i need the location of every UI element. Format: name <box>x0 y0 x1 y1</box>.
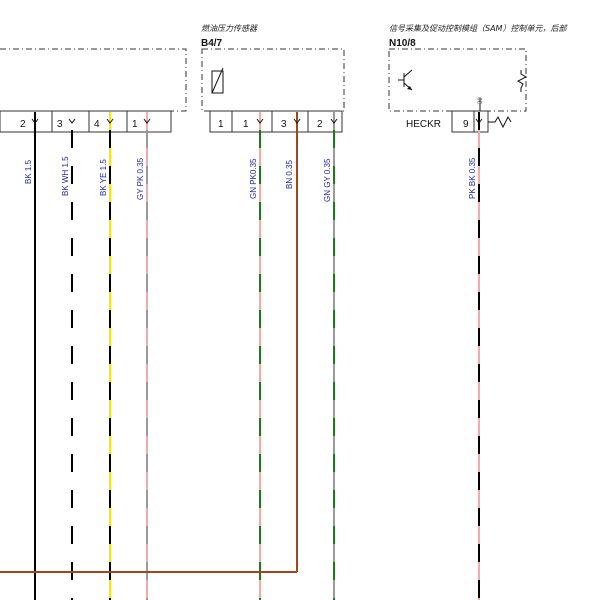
wires <box>31 112 483 600</box>
wire-gn-pk-pin-mark <box>256 118 264 124</box>
left-pin-4: 4 <box>94 119 100 130</box>
left-pin-2: 2 <box>20 119 26 130</box>
internal-zigzag-icon <box>516 70 528 92</box>
left-connector <box>0 110 172 133</box>
wire-label-pk-bk: PK BK 0.35 <box>468 157 477 199</box>
n10-8-code: N10/8 <box>389 38 416 49</box>
b4-7-pin-2: 2 <box>317 119 323 130</box>
wire-label-bk-ye: BK YE 1.5 <box>99 159 108 196</box>
wire-bk-ye-pin-mark <box>106 118 114 124</box>
wire-label-gn-gy: GN GY 0.35 <box>323 158 332 202</box>
wire-bk-ye <box>106 112 114 600</box>
wire-bk <box>31 112 39 600</box>
transistor-symbol-icon <box>398 69 413 91</box>
sensor-symbol-icon <box>211 67 224 94</box>
left-pin-1: 1 <box>132 119 138 130</box>
n10-8-signal-label: HECKR <box>406 119 441 130</box>
left-pin-3: 3 <box>57 119 63 130</box>
b4-7-component-box <box>201 48 345 112</box>
wire-pk-bk-pin-mark <box>475 118 483 124</box>
b4-7-connector <box>209 110 343 133</box>
b4-7-code: B4/7 <box>201 38 223 49</box>
wire-gn-gy-pin-mark <box>330 118 338 124</box>
wire-gy-pk <box>143 112 151 600</box>
wire-bk-pin-mark <box>31 118 39 124</box>
n10-8-title: 信号采集及促动控制模组（SAM）控制单元，后部 <box>389 24 568 33</box>
left-component-box <box>0 48 187 112</box>
n10-8-connector <box>451 110 512 133</box>
wire-gn-pk <box>256 112 264 600</box>
b4-7-side-pin: 1 <box>218 119 224 130</box>
n10-8-pin-9: 9 <box>463 119 469 130</box>
wire-label-bk-wh: BK WH 1.5 <box>61 156 70 196</box>
wire-bn-pin-mark <box>293 118 301 124</box>
b4-7-pin-1: 1 <box>243 119 249 130</box>
n10-8-component-box: 30 <box>388 48 528 112</box>
b4-7-pin-3: 3 <box>281 119 287 130</box>
wire-pk-bk <box>475 112 483 600</box>
n10-8-inner-pin: 30 <box>478 97 484 104</box>
wire-label-bn: BN 0.35 <box>285 160 294 189</box>
wire-bk-wh <box>68 112 76 600</box>
wire-label-bk: BK 1.5 <box>24 159 33 184</box>
wire-label-gn-pk: GN PK0.35 <box>249 158 258 199</box>
wire-gy-pk-pin-mark <box>143 118 151 124</box>
wire-label-gy-pk: GY PK 0.35 <box>136 157 145 200</box>
wire-gn-gy <box>330 112 338 600</box>
b4-7-title: 燃油压力传感器 <box>201 24 258 33</box>
wire-bk-wh-pin-mark <box>68 118 76 124</box>
wire-bn <box>293 112 301 572</box>
